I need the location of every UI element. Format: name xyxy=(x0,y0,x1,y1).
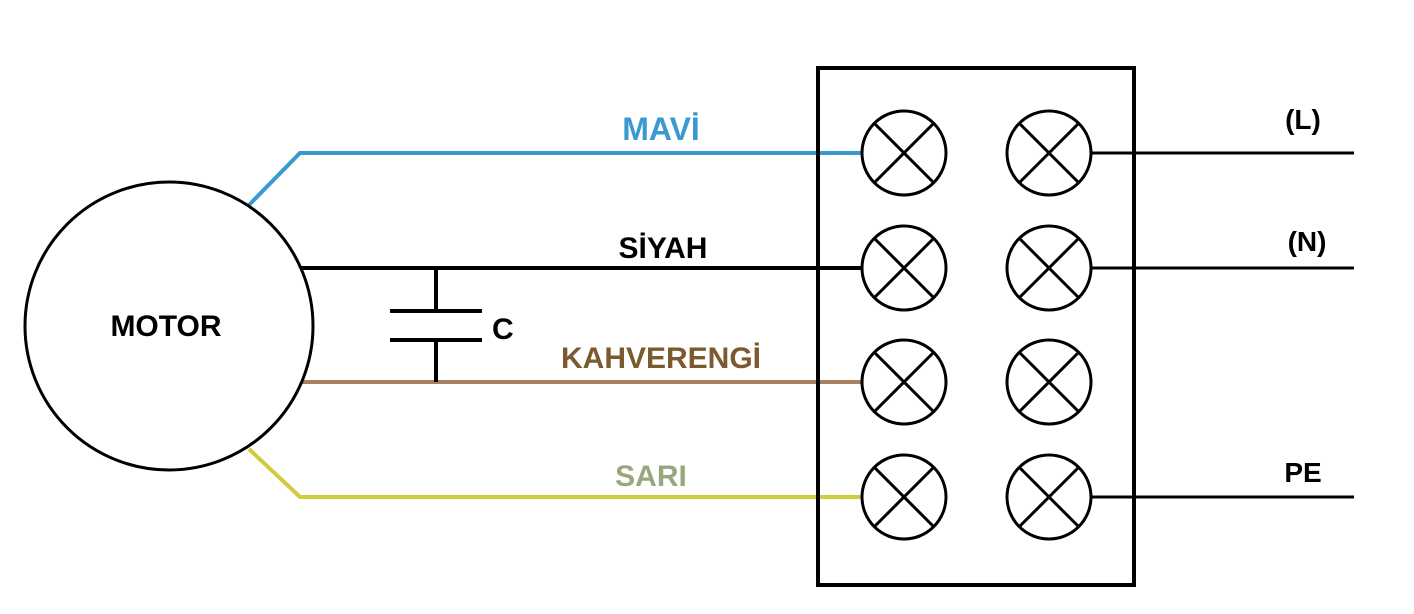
capacitor-label: C xyxy=(492,313,514,346)
terminal-3-right xyxy=(1005,338,1093,426)
yellow-wire xyxy=(247,447,862,499)
yellow-wire-label: SARI xyxy=(615,460,687,493)
capacitor xyxy=(390,268,482,382)
earth-label: PE xyxy=(1284,457,1321,488)
terminal-4-right xyxy=(1005,453,1093,541)
terminal-block xyxy=(816,66,1136,587)
terminal-1-right xyxy=(1005,109,1093,197)
neutral-label: (N) xyxy=(1288,226,1327,257)
brown-wire-label: KAHVERENGİ xyxy=(561,342,761,375)
blue-wire xyxy=(247,151,862,207)
terminal-3-left xyxy=(860,338,948,426)
blue-wire-label: MAVİ xyxy=(622,111,700,147)
terminals xyxy=(860,109,1093,541)
motor-circle xyxy=(23,180,315,472)
black-wire-label: SİYAH xyxy=(619,232,708,265)
terminal-1-left xyxy=(860,109,948,197)
terminal-4-left xyxy=(860,453,948,541)
line-label: (L) xyxy=(1285,104,1321,135)
terminal-2-left xyxy=(860,224,948,312)
terminal-2-right xyxy=(1005,224,1093,312)
motor-label: MOTOR xyxy=(110,310,221,343)
